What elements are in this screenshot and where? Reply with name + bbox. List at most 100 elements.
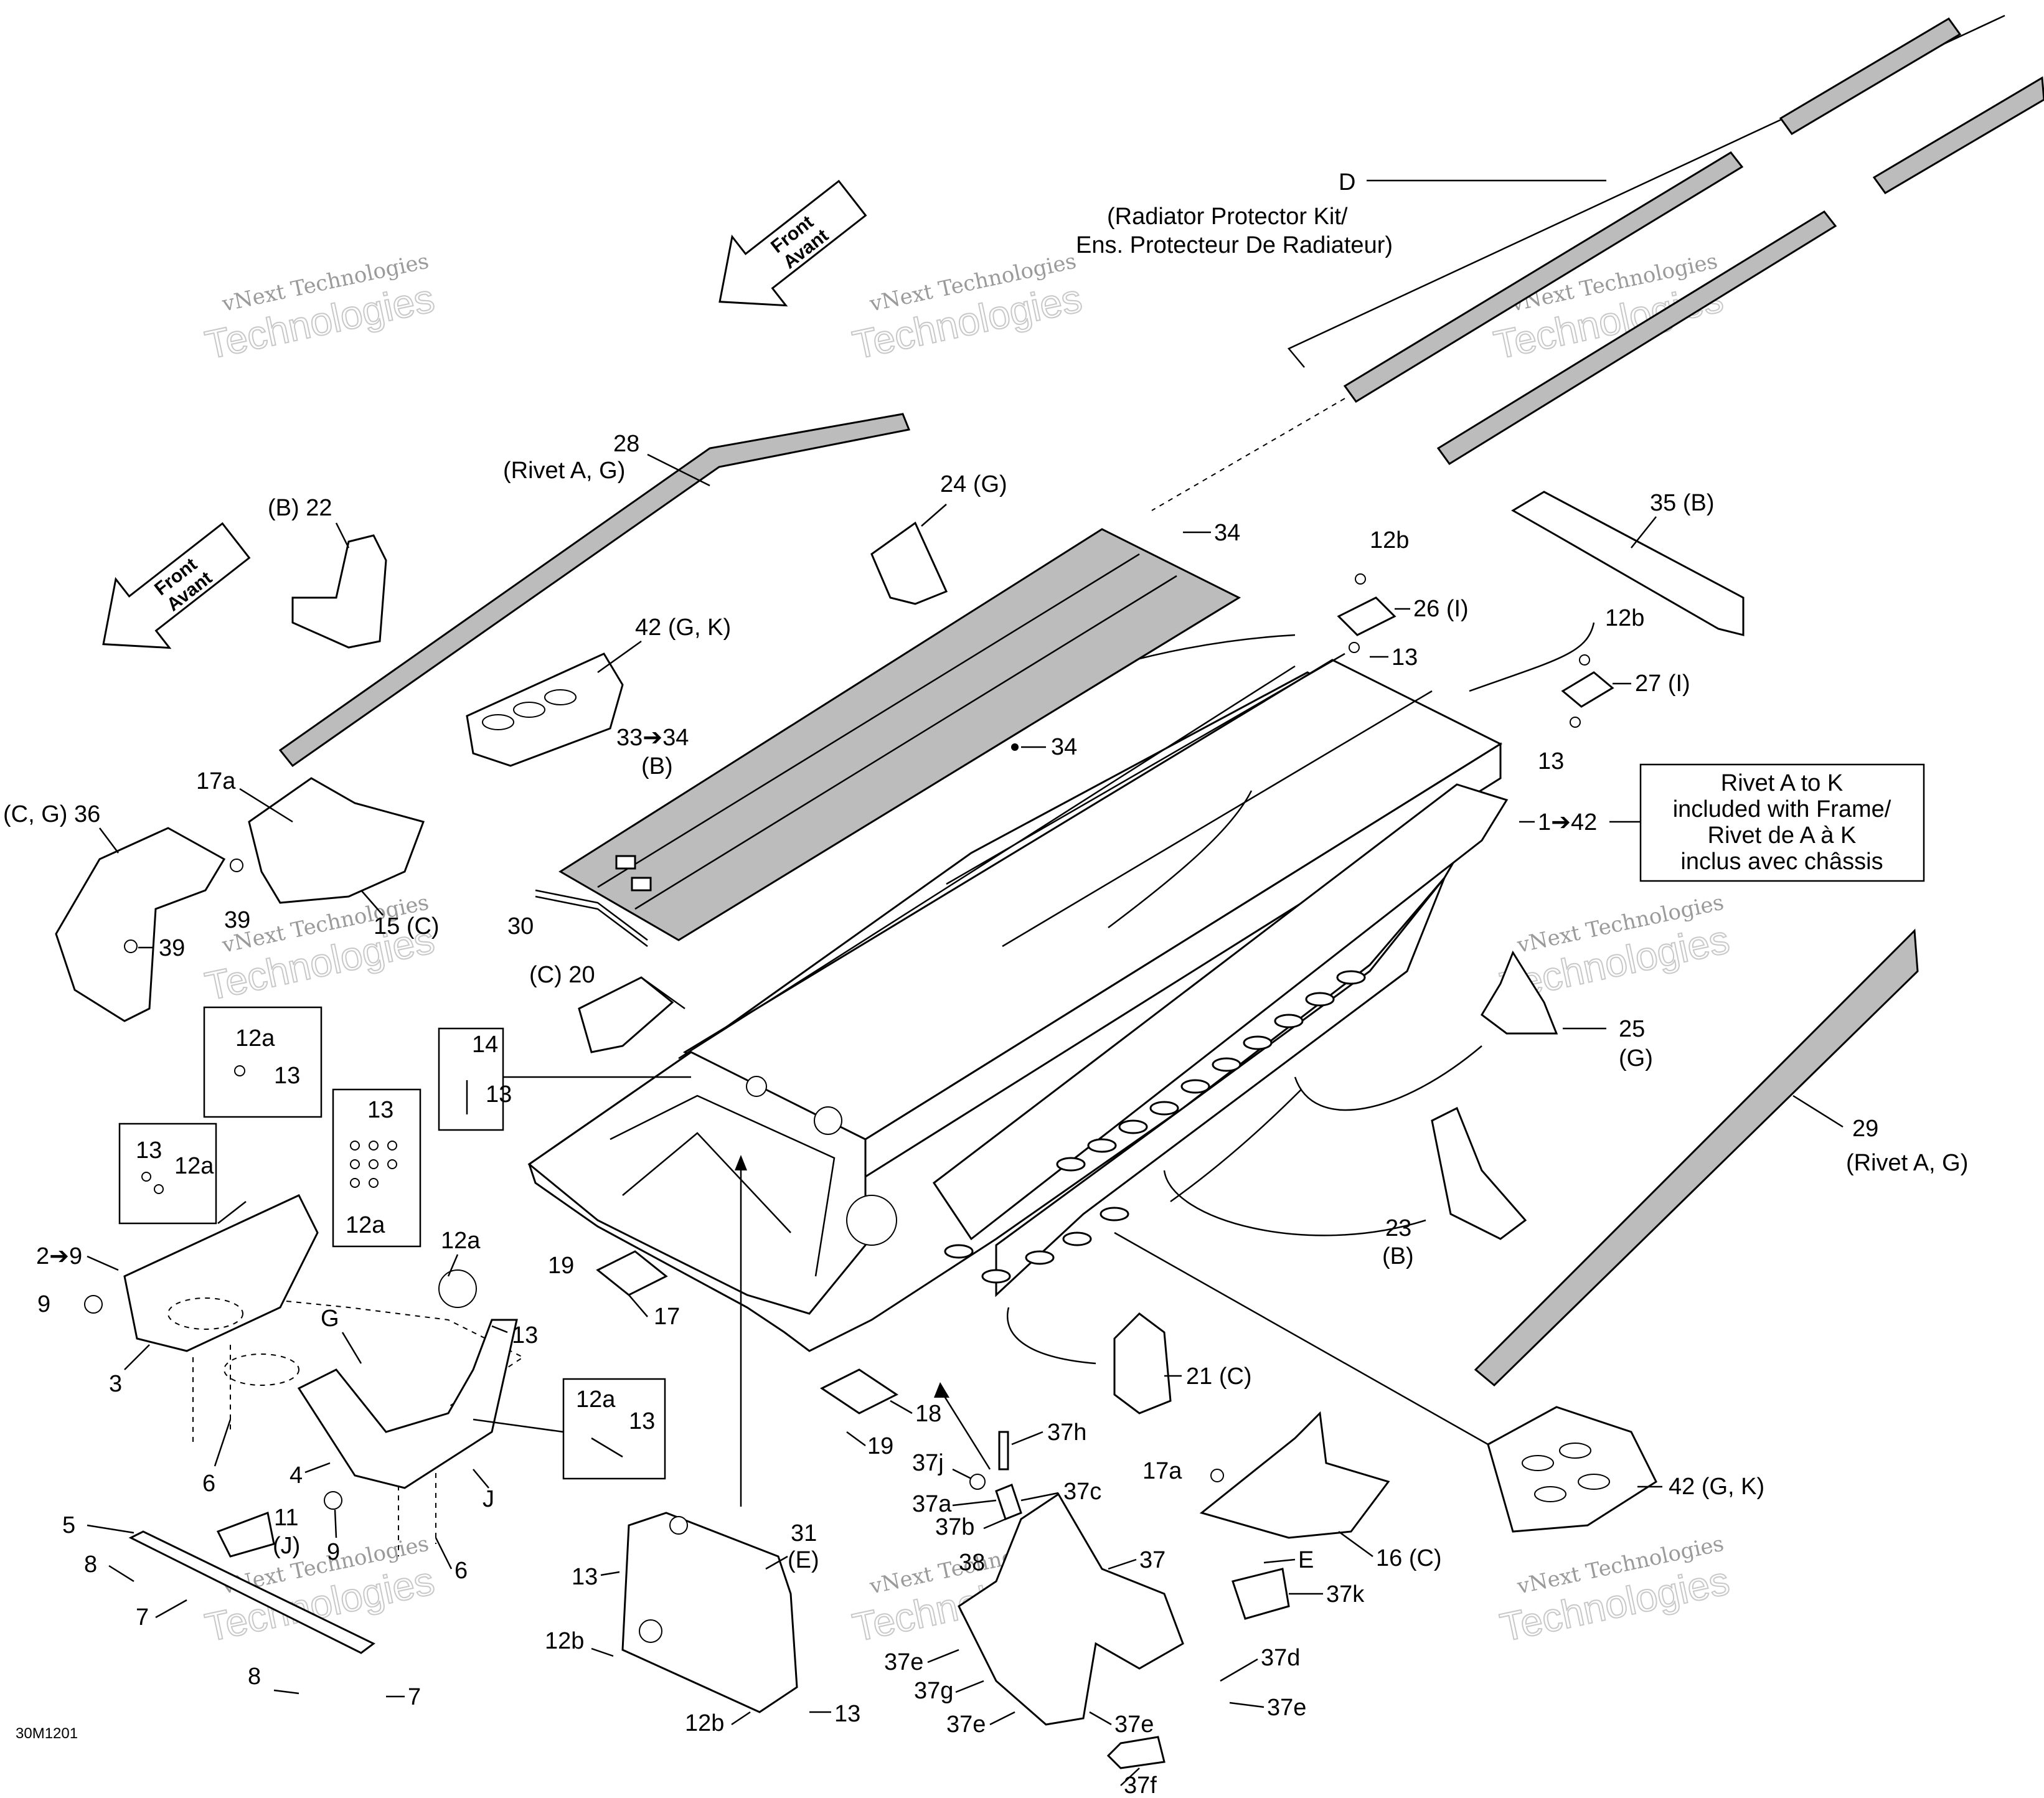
label-18: 18	[915, 1401, 941, 1427]
label-12a-right: 12a	[441, 1228, 481, 1254]
label-30: 30	[507, 913, 534, 939]
label-37d: 37d	[1261, 1645, 1300, 1671]
label-12a-box1: 12a	[235, 1025, 275, 1052]
bracket-part-25	[1481, 950, 1558, 1035]
label-25-G: (G)	[1619, 1045, 1653, 1071]
label-13-box5: 13	[629, 1408, 655, 1434]
label-9-bottom: 9	[327, 1539, 340, 1565]
bracket-part-27	[1561, 654, 1614, 728]
fastener-box-14	[438, 1027, 691, 1131]
vent-part-42-upper	[466, 652, 624, 767]
radiator-kit-line1: (Radiator Protector Kit/	[1107, 204, 1348, 230]
label-33-b: (B)	[641, 753, 673, 779]
label-1-42: 1➔42	[1538, 809, 1597, 835]
label-17a-1: 17a	[196, 768, 236, 794]
rivet-note-line2: included with Frame/	[1673, 796, 1891, 822]
label-42-upper: 42 (G, K)	[635, 614, 731, 641]
diagram-id: 30M1201	[16, 1725, 78, 1742]
rivet-note-line1: Rivet A to K	[1721, 770, 1843, 796]
label-37h: 37h	[1047, 1419, 1086, 1446]
label-23-B: (B)	[1382, 1243, 1414, 1269]
label-17a-2: 17a	[1142, 1458, 1182, 1484]
label-8-bottom: 8	[248, 1664, 261, 1690]
label-28-rivet: (Rivet A, G)	[503, 458, 625, 484]
label-21: 21 (C)	[1186, 1363, 1252, 1390]
label-37: 37	[1139, 1547, 1166, 1573]
label-13-2: 13	[1538, 748, 1564, 774]
label-5: 5	[62, 1512, 75, 1538]
label-13-box2: 13	[274, 1063, 300, 1089]
bracket-part-21	[1113, 1312, 1172, 1414]
label-6-left: 6	[202, 1471, 215, 1497]
label-12b-1: 12b	[1370, 527, 1409, 553]
label-12a-box4: 12a	[346, 1212, 385, 1238]
label-13-1: 13	[1392, 644, 1418, 671]
label-22: (B) 22	[268, 495, 332, 521]
label-37e-4: 37e	[1267, 1695, 1306, 1721]
label-38: 38	[959, 1550, 985, 1576]
label-42-lower: 42 (G, K)	[1669, 1474, 1764, 1500]
label-12b-rad-bottom: 12b	[685, 1710, 724, 1736]
label-37f: 37f	[1124, 1772, 1157, 1798]
bracket-part-23	[1431, 1106, 1527, 1240]
plate-part-18	[820, 1368, 898, 1414]
front-arrow-icon: Front Avant	[718, 179, 867, 307]
front-arrow-icon: Front Avant	[102, 522, 251, 649]
bracket-part-16	[1199, 1411, 1390, 1539]
plate-part-17	[596, 1250, 668, 1296]
label-12b-2: 12b	[1605, 605, 1644, 631]
label-7-bottom: 7	[408, 1684, 421, 1710]
label-17: 17	[654, 1304, 680, 1330]
label-34-mid: 34	[1051, 734, 1077, 760]
rail-part-28	[278, 413, 911, 768]
label-23: 23	[1385, 1215, 1411, 1241]
label-7-left: 7	[136, 1604, 149, 1631]
label-E: E	[1298, 1547, 1314, 1573]
label-35: 35 (B)	[1650, 490, 1714, 516]
bracket-part-4	[297, 1269, 518, 1489]
label-4: 4	[290, 1462, 303, 1489]
label-19-left: 19	[548, 1253, 574, 1279]
label-25: 25	[1619, 1016, 1645, 1042]
label-37e-3: 37e	[1114, 1711, 1154, 1738]
fastener-box-right	[473, 1378, 666, 1480]
label-28: 28	[613, 431, 639, 457]
label-16: 16 (C)	[1376, 1545, 1442, 1571]
label-11: 11	[274, 1505, 298, 1531]
label-29: 29	[1852, 1116, 1878, 1142]
rivet-note-line4: inclus avec châssis	[1680, 849, 1883, 875]
label-37c: 37c	[1063, 1479, 1101, 1505]
label-37j: 37j	[912, 1450, 944, 1476]
label-31: 31	[791, 1520, 817, 1546]
plate-part-5	[128, 1530, 375, 1654]
label-37b: 37b	[935, 1514, 974, 1540]
bracket-part-36	[55, 827, 226, 1022]
label-34-top: 34	[1214, 520, 1240, 546]
label-37e-2: 37e	[946, 1711, 986, 1738]
label-39-mid: 39	[224, 907, 250, 933]
label-37e-1: 37e	[884, 1649, 923, 1675]
label-15: 15 (C)	[374, 913, 440, 939]
bracket-assembly-37	[958, 1431, 1290, 1769]
label-31-E: (E)	[788, 1547, 819, 1573]
bracket-part-24	[870, 521, 948, 605]
rivet-note-box: Rivet A to K included with Frame/ Rivet …	[1519, 763, 1925, 882]
dashed-guides	[192, 1301, 524, 1556]
label-24: 24 (G)	[940, 471, 1007, 497]
label-6-right: 6	[454, 1558, 468, 1584]
label-J: J	[483, 1486, 494, 1512]
fastener-box-middle	[332, 1088, 422, 1248]
vent-part-42-lower	[1487, 1406, 1657, 1533]
label-9-left: 9	[37, 1291, 50, 1317]
label-37k: 37k	[1326, 1581, 1365, 1607]
label-14: 14	[472, 1032, 498, 1058]
label-13-box1: 13	[486, 1081, 512, 1108]
rivet-note-line3: Rivet de A à K	[1708, 822, 1857, 849]
label-19-right: 19	[867, 1433, 893, 1459]
rail-part-29	[1474, 928, 1919, 1387]
label-13-rad-left: 13	[572, 1564, 598, 1590]
label-33-34: 33➔34	[616, 725, 689, 751]
bracket-part-22	[291, 534, 387, 649]
label-12a-box5: 12a	[576, 1386, 616, 1413]
